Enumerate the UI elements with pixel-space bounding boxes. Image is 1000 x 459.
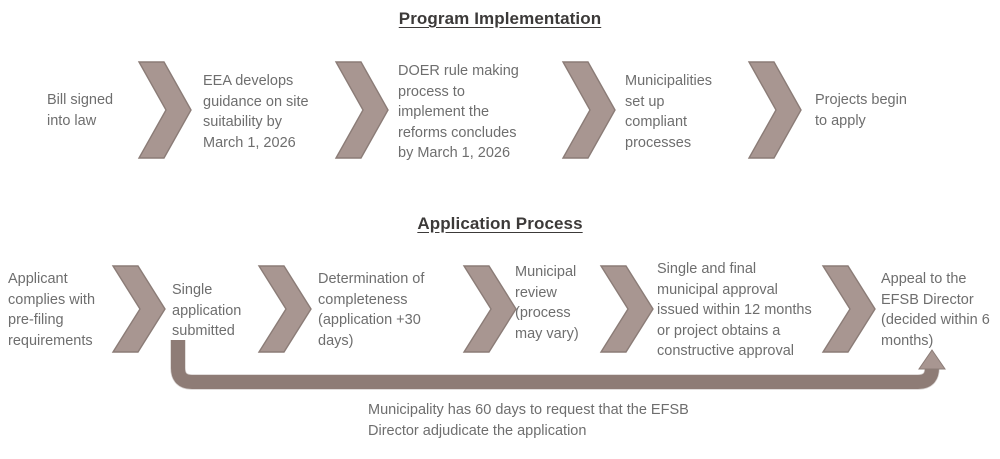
step-municipalities-set-up-compliant-processes: Municipalities set up compliant processe… [625, 73, 713, 151]
step-eea-develops-guidance: EEA develops guidance on site suitabilit… [203, 73, 309, 151]
chevron-arrow-icon [599, 265, 654, 353]
step-single-application-submitted: Single application submitted [172, 282, 242, 339]
chevron-arrow-icon [137, 61, 192, 159]
chevron-arrow-icon [257, 265, 312, 353]
step-projects-begin-to-apply: Projects begin to apply [815, 92, 907, 129]
chevron-arrow-icon [821, 265, 876, 353]
step-applicant-complies-pre-filing: Applicant complies with pre-filing requi… [8, 271, 96, 349]
feedback-loop-label: Municipality has 60 days to request that… [368, 402, 689, 439]
chevron-arrow-icon [334, 61, 389, 159]
step-bill-signed-into-law: Bill signed into law [47, 92, 114, 129]
chevron-arrow-icon [561, 61, 616, 159]
chevron-arrow-icon [462, 265, 517, 353]
step-determination-of-completeness: Determination of completeness (applicati… [318, 271, 425, 349]
step-single-final-municipal-approval: Single and final municipal approval issu… [657, 261, 812, 359]
section-title-application-process: Application Process [417, 214, 583, 233]
section-title-program-implementation: Program Implementation [398, 9, 602, 28]
step-doer-rule-making: DOER rule making process to implement th… [398, 63, 519, 161]
step-municipal-review: Municipal review (process may vary) [515, 264, 579, 342]
step-appeal-to-efsb-director: Appeal to the EFSB Director (decided wit… [881, 271, 990, 349]
chevron-arrow-icon [747, 61, 802, 159]
chevron-arrow-icon [111, 265, 166, 353]
